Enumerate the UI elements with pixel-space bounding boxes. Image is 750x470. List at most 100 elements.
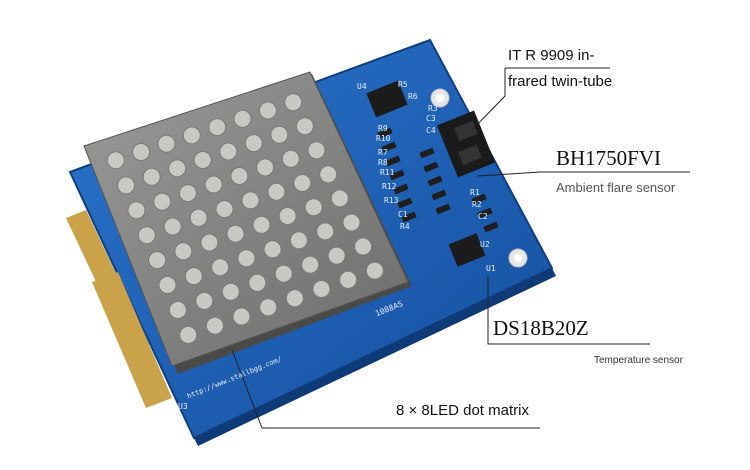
led-dot [211, 258, 230, 277]
designator-r5: R5 [398, 80, 408, 89]
led-dot [153, 192, 172, 211]
led-dot [184, 267, 203, 286]
led-dot [195, 291, 214, 310]
designator-r13: R13 [384, 196, 399, 205]
ir-twin-tube [436, 110, 496, 178]
led-dot [132, 143, 151, 161]
led-dot [259, 298, 278, 317]
led-matrix-label: 8 × 8LED dot matrix [396, 402, 529, 419]
led-dot [215, 200, 234, 219]
designator-r7: R7 [378, 148, 388, 157]
led-dot [304, 198, 323, 217]
led-dot [168, 301, 187, 319]
edge-connector [66, 210, 172, 408]
designator-u2: U2 [480, 240, 490, 249]
led-dot [226, 224, 245, 243]
designator-u4: U4 [357, 82, 367, 91]
led-dot [157, 134, 176, 153]
led-dot [179, 325, 198, 344]
led-dot [174, 242, 193, 261]
led-dot [267, 182, 286, 201]
led-dot [293, 174, 312, 192]
ir-sensor-label-line1: IT R 9909 in- [508, 47, 595, 64]
led-dot [339, 270, 358, 289]
led-dot [289, 231, 308, 250]
led-dot [241, 191, 260, 210]
led-dot [285, 289, 304, 308]
led-dot [248, 273, 267, 292]
led-dot [232, 307, 251, 326]
led-dot [163, 217, 182, 236]
chip-u4 [366, 80, 408, 118]
led-dot [284, 93, 303, 112]
led-dot [221, 282, 240, 301]
led-dot [193, 151, 212, 169]
light-sensor-desc: Ambient flare sensor [556, 180, 676, 195]
designator-r4: R4 [400, 222, 410, 231]
led-dot [354, 237, 373, 256]
designator-r3: R3 [428, 104, 438, 113]
designator-u3: U3 [178, 402, 188, 411]
led-dot [281, 149, 300, 168]
led-dot [230, 167, 249, 185]
led-dot [208, 118, 227, 137]
led-dot [256, 158, 275, 177]
led-dot [200, 233, 219, 252]
led-dot [295, 117, 314, 136]
temp-sensor-desc: Temperature sensor [594, 355, 683, 366]
led-dot [189, 208, 208, 227]
led-dot [142, 167, 161, 186]
designator-u1: U1 [486, 264, 496, 273]
chip-u1 [448, 233, 486, 267]
led-dot [127, 201, 146, 220]
led-dot [327, 246, 346, 265]
designator-r10: R10 [376, 134, 391, 143]
led-dot [319, 165, 338, 184]
led-dot [168, 159, 187, 178]
led-dot [219, 142, 238, 161]
designator-c1: C1 [398, 210, 408, 219]
led-dot [148, 251, 167, 270]
led-dot [365, 261, 384, 280]
led-dot [342, 213, 361, 232]
designator-r9: R9 [378, 124, 388, 133]
designator-r12: R12 [382, 182, 397, 191]
led-dot [330, 189, 349, 208]
led-dot [307, 141, 326, 160]
designator-c3: C3 [426, 114, 436, 123]
designator-r8: R8 [378, 158, 388, 167]
led-dot [278, 207, 297, 225]
designator-c4: C4 [426, 126, 436, 135]
led-dot [204, 175, 223, 194]
leader-lines [231, 67, 690, 429]
ir-sensor-label-line2: frared twin-tube [508, 73, 613, 90]
led-dot [237, 249, 256, 268]
led-dot [270, 125, 289, 144]
led-dot [258, 101, 277, 120]
light-sensor-chip-label: BH1750FVI [556, 146, 662, 170]
led-dot [263, 240, 282, 259]
led-dot [274, 264, 293, 283]
led-dot [158, 276, 177, 294]
led-dot [117, 176, 136, 195]
led-dot [252, 215, 271, 234]
led-dot [312, 280, 331, 298]
led-dot [233, 109, 252, 128]
led-dot [205, 316, 224, 335]
led-dot [182, 126, 201, 145]
led-dot [316, 222, 335, 241]
designator-c2: C2 [478, 212, 488, 221]
led-dots [106, 93, 384, 344]
led-dot [178, 184, 197, 203]
led-dot [244, 134, 263, 153]
led-dot [137, 226, 156, 245]
designator-r1: R1 [470, 188, 480, 197]
smd-components [377, 127, 499, 233]
designator-r11: R11 [380, 168, 395, 177]
led-dot [106, 151, 125, 170]
led-dot [301, 255, 320, 274]
temp-sensor-chip-label: DS18B20Z [493, 316, 589, 340]
designator-r2: R2 [472, 200, 482, 209]
designator-r6: R6 [408, 92, 418, 101]
